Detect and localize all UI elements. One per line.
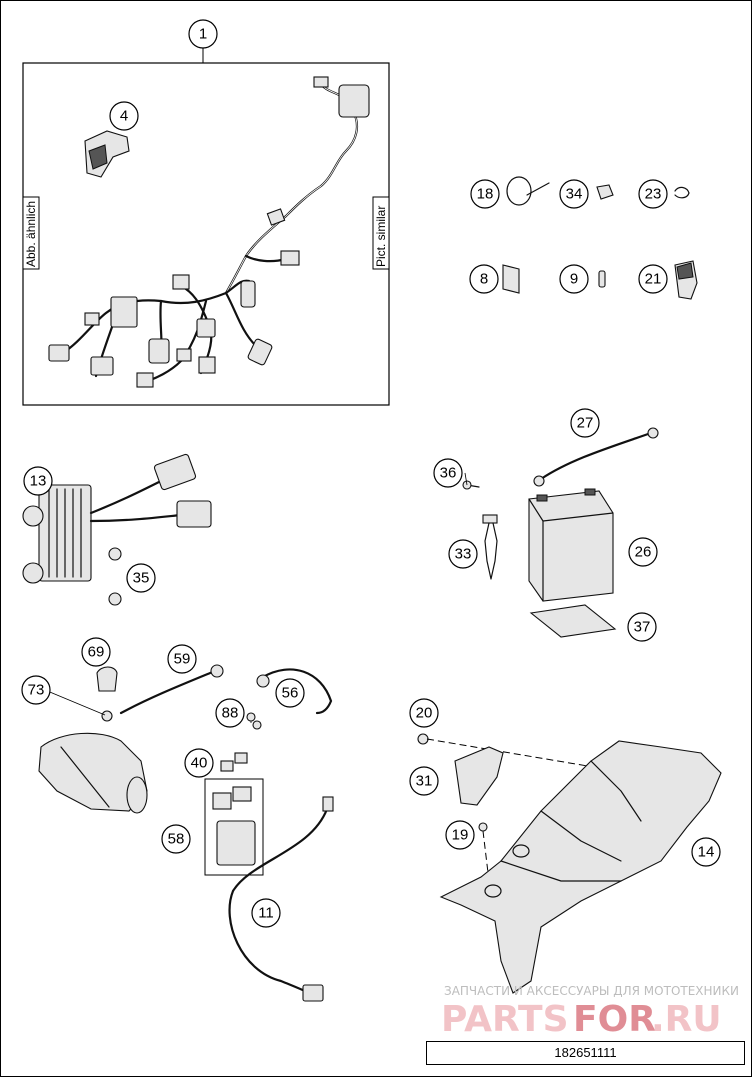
part-59-starter-cable (119, 664, 224, 715)
callout-69: 69 (81, 637, 111, 667)
part-36-screw (462, 480, 480, 490)
callout-35: 35 (126, 563, 156, 593)
svg-text:27: 27 (577, 415, 594, 432)
callout-40: 40 (184, 748, 214, 778)
label-abb-aehnlich: Abb. ähnlich (24, 201, 38, 267)
wiring-harness (48, 76, 370, 388)
watermark: ЗАПЧАСТИ И АКСЕССУАРЫ ДЛЯ МОТОТЕХНИКИ PA… (441, 984, 739, 1040)
part-14-battery-holder (439, 740, 722, 994)
svg-text:31: 31 (416, 773, 433, 790)
callout-31: 31 (409, 766, 439, 796)
callout-26: 26 (628, 537, 658, 567)
callout-37: 37 (627, 612, 657, 642)
part-19-bolt (478, 822, 490, 882)
part-27-battery-cable (533, 427, 659, 487)
watermark-brand-1: PARTS (441, 999, 569, 1040)
callout-1: 1 (188, 19, 218, 49)
part-58-starter-relay (204, 778, 264, 876)
callout-18: 18 (470, 179, 500, 209)
part-26-battery (528, 488, 614, 602)
callout-33: 33 (448, 539, 478, 569)
svg-text:19: 19 (452, 827, 469, 844)
part-56-ground-cable (256, 668, 333, 715)
part-31-bracket (454, 746, 504, 806)
svg-text:23: 23 (645, 186, 662, 203)
callout-20: 20 (409, 698, 439, 728)
svg-text:9: 9 (570, 271, 578, 288)
callout-36: 36 (433, 458, 463, 488)
part-20-nut (417, 733, 429, 745)
callout-8: 8 (469, 264, 499, 294)
part-11-cable (228, 796, 334, 1002)
part-21-cap (674, 260, 698, 300)
callout-4: 4 (109, 101, 139, 131)
callout-59: 59 (167, 644, 197, 674)
callout-13: 13 (23, 466, 53, 496)
svg-text:4: 4 (120, 108, 128, 125)
svg-text:33: 33 (455, 546, 472, 563)
svg-text:18: 18 (477, 186, 494, 203)
part-34-clip (596, 184, 614, 200)
part-18-cable-tie (506, 176, 550, 206)
part-9-fuse (598, 270, 606, 288)
callout-14: 14 (691, 837, 721, 867)
callout-27: 27 (570, 408, 600, 438)
svg-text:58: 58 (168, 831, 185, 848)
svg-text:37: 37 (634, 619, 651, 636)
svg-text:14: 14 (698, 844, 715, 861)
svg-text:88: 88 (222, 705, 239, 722)
svg-text:11: 11 (258, 905, 274, 922)
callout-9: 9 (559, 264, 589, 294)
svg-text:20: 20 (416, 705, 433, 722)
callout-19: 19 (445, 820, 475, 850)
svg-text:8: 8 (480, 271, 488, 288)
part-73-nut (101, 710, 113, 722)
svg-text:34: 34 (566, 186, 583, 203)
svg-text:35: 35 (133, 570, 150, 587)
part-88-bolts (246, 712, 262, 730)
svg-text:69: 69 (88, 644, 105, 661)
wiring-harness-box: Abb. ähnlich Pict. similar (22, 48, 390, 406)
part-8-plate (502, 264, 520, 294)
part-37-pad (529, 604, 617, 638)
callout-11: 11 (251, 898, 281, 928)
leader-lines (44, 472, 468, 723)
callout-88: 88 (215, 698, 245, 728)
callout-73: 73 (21, 675, 51, 705)
svg-text:56: 56 (282, 685, 299, 702)
part-33-strap (482, 514, 498, 580)
part-35-bolts (108, 547, 122, 606)
starter-motor (38, 732, 148, 814)
svg-text:13: 13 (30, 473, 47, 490)
part-23-clip (674, 186, 690, 199)
part-69-cap (96, 666, 118, 692)
svg-text:59: 59 (174, 651, 191, 668)
document-number: 182651111 (426, 1041, 745, 1065)
callout-56: 56 (275, 678, 305, 708)
svg-text:1: 1 (199, 26, 207, 43)
watermark-brand-3: .RU (651, 999, 722, 1040)
svg-text:21: 21 (645, 271, 662, 288)
part-13-voltage-regulator (22, 453, 212, 584)
callout-21: 21 (638, 264, 668, 294)
svg-text:26: 26 (635, 544, 652, 561)
svg-text:40: 40 (191, 755, 208, 772)
callout-23: 23 (638, 179, 668, 209)
watermark-tagline: ЗАПЧАСТИ И АКСЕССУАРЫ ДЛЯ МОТОТЕХНИКИ (444, 984, 739, 998)
part-40-relays (220, 752, 248, 772)
watermark-brand-2: FOR (573, 999, 656, 1040)
callout-58: 58 (161, 824, 191, 854)
svg-text:73: 73 (28, 682, 45, 699)
svg-text:36: 36 (440, 465, 457, 482)
label-pict-similar: Pict. similar (374, 206, 388, 267)
callout-34: 34 (559, 179, 589, 209)
part-4-relay-bracket (84, 130, 130, 178)
